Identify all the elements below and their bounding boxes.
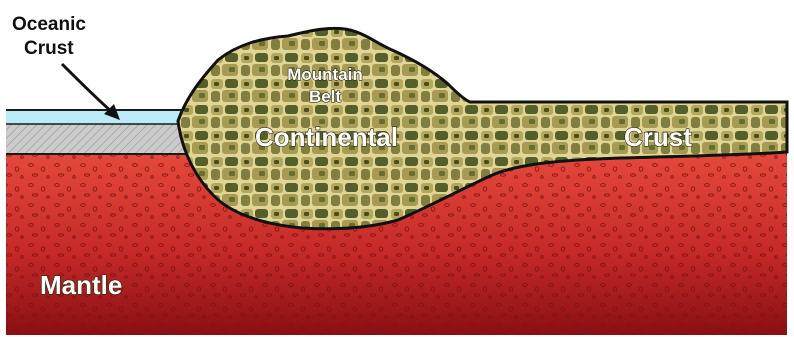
oceanic-crust-texture xyxy=(6,124,186,154)
crust-label: Crust xyxy=(624,122,692,152)
oceanic-crust-label-line2: Crust xyxy=(24,38,74,59)
mountain-belt-label-line1: Mountain xyxy=(287,65,363,84)
continental-label: Continental xyxy=(255,122,398,152)
mantle-label: Mantle xyxy=(40,270,122,300)
oceanic-crust-label-line1: Oceanic xyxy=(12,14,86,35)
mountain-belt-label-line2: Belt xyxy=(309,87,341,106)
ocean-water xyxy=(6,110,186,124)
